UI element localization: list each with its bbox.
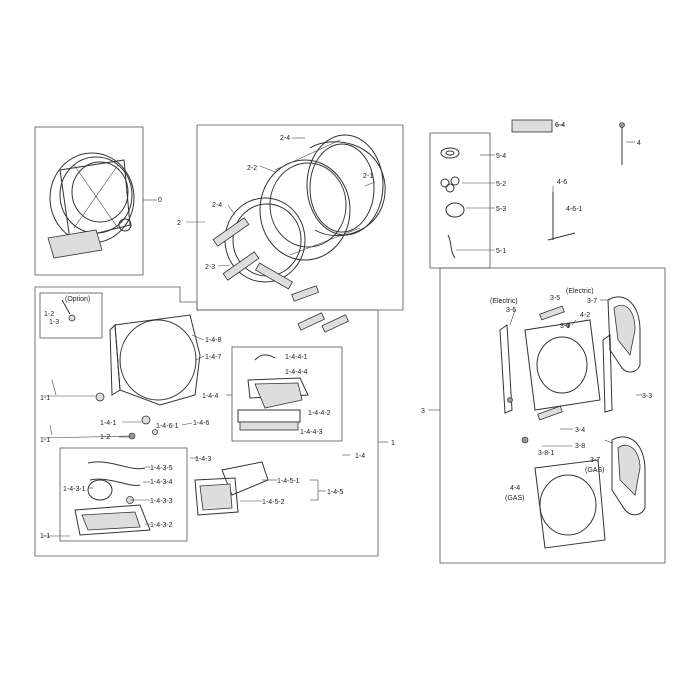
filter-element (511, 119, 553, 133)
label-2-4-lower: 2-4 (212, 202, 222, 209)
duct-parts (74, 461, 151, 536)
label-1-4-3-5: 1-4-3-5 (150, 465, 173, 472)
label-1-4-8: 1-4-8 (205, 337, 221, 344)
label-1-4-4-2: 1-4-4-2 (308, 410, 331, 417)
label-1-1-a: 1-1 (40, 395, 50, 402)
leader-lines (42, 124, 642, 537)
label-3-8-1: 3-8-1 (538, 450, 554, 457)
label-1-4-3-1: 1-4-3-1 (63, 486, 86, 493)
label-6-4: 6-4 (555, 122, 565, 129)
label-gas-left: (GAS) (505, 495, 524, 502)
label-4-2: 4-2 (580, 312, 590, 319)
front-panel (114, 314, 201, 406)
label-5-4: 5-4 (496, 153, 506, 160)
front-group-frame (34, 286, 379, 557)
label-2: 2 (177, 220, 181, 227)
label-0: 0 (158, 197, 162, 204)
label-2-1: 2-1 (363, 173, 373, 180)
drum-body (259, 159, 351, 261)
filter-housing-parts (237, 354, 309, 431)
label-1-1-c: 1-1 (40, 533, 50, 540)
label-3-3: 3-3 (642, 393, 652, 400)
label-1-4-1: 1-4-1 (100, 420, 116, 427)
label-5-3: 5-3 (496, 206, 506, 213)
label-4-6-1: 4-6-1 (566, 206, 582, 213)
rear-group-frame (439, 267, 666, 564)
option-box (39, 292, 103, 339)
drum-group-frame (196, 124, 404, 311)
label-4: 4 (637, 140, 641, 147)
label-2-4-upper: 2-4 (280, 135, 290, 142)
label-1-4-3-4: 1-4-3-4 (150, 479, 173, 486)
label-2-3: 2-3 (205, 264, 215, 271)
heater-duct-electric (607, 296, 641, 373)
hose-kit-parts (440, 147, 465, 259)
assembly-thumbnail-frame (34, 126, 144, 276)
label-1-4-3-3: 1-4-3-3 (150, 498, 173, 505)
label-3: 3 (421, 408, 425, 415)
label-1-1-b: 1-1 (40, 437, 50, 444)
drum-parts (212, 134, 386, 333)
label-3-7-gas: 3-7 (590, 457, 600, 464)
label-5-1: 5-1 (496, 248, 506, 255)
label-1-4-5-2: 1-4-5-2 (262, 499, 285, 506)
label-1-4-3-2: 1-4-3-2 (150, 522, 173, 529)
drum-lifter (212, 217, 250, 247)
label-1-4-3: 1-4-3 (195, 456, 211, 463)
label-2-2: 2-2 (247, 165, 257, 172)
label-3-1: 3-1 (560, 323, 570, 330)
label-1-4-4-1: 1-4-4-1 (285, 354, 308, 361)
front-panel-parts (49, 314, 201, 440)
label-3-6: 3-6 (506, 307, 516, 314)
label-3-5: 3-5 (550, 295, 560, 302)
label-electric-left: (Electric) (490, 298, 518, 305)
rear-panel-electric (524, 319, 601, 411)
label-5-2: 5-2 (496, 181, 506, 188)
label-1-4-6-1: 1-4-6-1 (156, 423, 179, 430)
label-1-4: 1-4 (355, 453, 365, 460)
diagram-frames (34, 124, 666, 564)
label-3-8: 3-8 (575, 443, 585, 450)
top-right-parts (511, 119, 625, 241)
label-1-4-7: 1-4-7 (205, 354, 221, 361)
duct-box (59, 447, 188, 542)
filter-housing-box (231, 346, 343, 442)
label-1-4-5-1: 1-4-5-1 (277, 478, 300, 485)
hose-kit-box (429, 132, 491, 269)
label-gas-right: (GAS) (585, 467, 604, 474)
label-1-4-6: 1-4-6 (193, 420, 209, 427)
label-1-3: 1-3 (49, 319, 59, 326)
heater-duct-gas (611, 436, 646, 516)
label-3-4: 3-4 (575, 427, 585, 434)
rear-panel-gas (534, 459, 606, 549)
rear-group-parts (499, 296, 646, 549)
label-1-4-5: 1-4-5 (327, 489, 343, 496)
label-1-4-4-3: 1-4-4-3 (300, 429, 323, 436)
label-1-4-4-4: 1-4-4-4 (285, 369, 308, 376)
label-1-2-option: 1-2 (44, 311, 54, 318)
label-4-4: 4-4 (510, 485, 520, 492)
label-1-4-4: 1-4-4 (202, 393, 218, 400)
label-1-2: 1-2 (100, 434, 110, 441)
label-3-7-electric: 3-7 (587, 298, 597, 305)
label-1: 1 (391, 440, 395, 447)
dryer-assembly-thumbnail (47, 152, 135, 259)
label-4-6: 4-6 (557, 179, 567, 186)
label-option: (Option) (65, 296, 90, 303)
lint-filter-parts (194, 461, 269, 516)
part-labels: 0 2 2-4 2-4 2-2 2-1 2-3 (Option) 1-2 1-3… (40, 122, 652, 540)
option-parts (61, 299, 76, 322)
label-electric-right: (Electric) (566, 288, 594, 295)
